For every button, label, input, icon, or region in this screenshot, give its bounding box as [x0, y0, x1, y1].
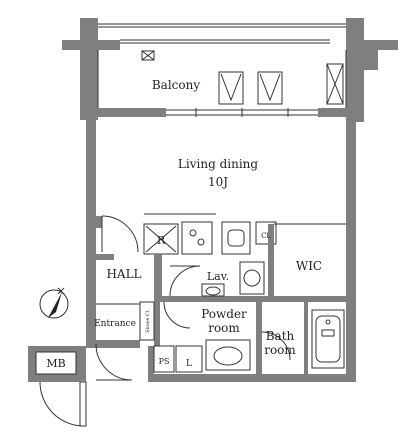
- washbasin-icon: [201, 283, 225, 297]
- pipe-shaft: [153, 345, 175, 373]
- label-hall: HALL: [106, 267, 141, 281]
- kitchen-sink-icon: [221, 221, 251, 255]
- north-arrow-icon: [39, 287, 69, 319]
- label-ps: PS: [159, 357, 170, 366]
- label-lav: Lav.: [207, 270, 229, 283]
- balcony-vent-icon: [218, 63, 344, 105]
- label-bath-room-1: Bath: [266, 329, 295, 343]
- label-living-dining: Living dining: [178, 157, 258, 171]
- exterior-walls: [86, 108, 356, 382]
- interior-walls: [96, 213, 346, 374]
- stove-icon: [181, 221, 213, 255]
- label-living-dining-size: 10J: [208, 175, 228, 189]
- label-shoes-cl: Shoes Cl.: [145, 309, 151, 333]
- label-powder-room-2: room: [208, 321, 240, 335]
- label-entrance: Entrance: [94, 319, 136, 329]
- label-r: R: [157, 234, 166, 247]
- label-balcony: Balcony: [152, 78, 200, 92]
- label-cl: Cl.: [261, 232, 271, 240]
- meter-box: [28, 346, 86, 382]
- wet-area-fixtures: [153, 261, 345, 373]
- label-mb: MB: [46, 357, 65, 370]
- balcony-area: [62, 18, 398, 122]
- label-l: L: [186, 359, 192, 369]
- label-powder-room-1: Powder: [201, 307, 247, 321]
- shoes-closet: [139, 301, 155, 341]
- label-wic: WIC: [296, 259, 322, 273]
- doors: [39, 215, 291, 427]
- toilet-box: [175, 345, 203, 373]
- label-bath-room-2: room: [264, 343, 296, 357]
